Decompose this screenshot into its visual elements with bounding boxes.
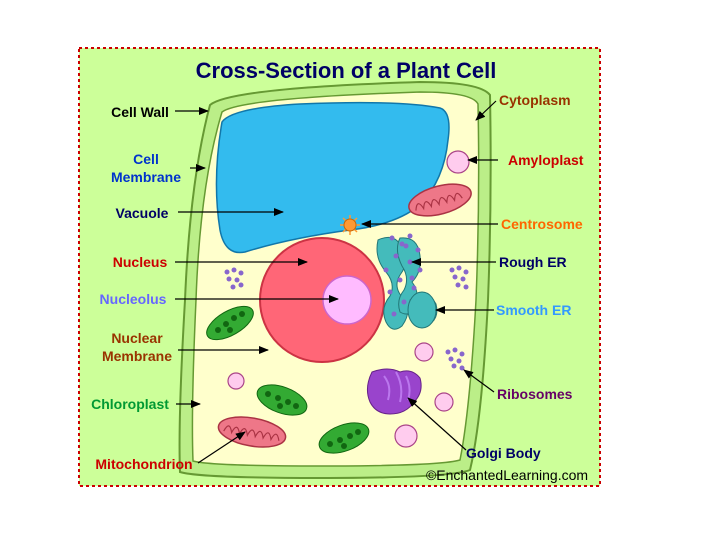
amyloplast [227,372,245,390]
leader-mitochondrion [197,431,246,464]
mitochondrion-bottom [217,416,287,448]
label-golgi-body: Golgi Body [466,445,541,461]
label-nuclear-membrane: Membrane [102,348,172,364]
amyloplast [446,150,470,174]
smooth-er [407,291,437,329]
label-nucleolus: Nucleolus [100,291,167,307]
label-amyloplast: Amyloplast [508,152,584,168]
leader-cytoplasm [475,100,497,121]
label-vacuole: Vacuole [116,205,169,221]
label-nucleus: Nucleus [113,254,168,270]
centrosome [340,215,360,235]
label-cell-membrane: Membrane [111,169,181,185]
label-nuclear-membrane: Nuclear [111,330,163,346]
label-chloroplast: Chloroplast [91,396,169,412]
leader-golgi-body [407,397,467,451]
ribosome-cluster [445,347,465,371]
amyloplast [414,342,434,362]
amyloplast [394,424,418,448]
diagram-title: Cross-Section of a Plant Cell [196,58,497,83]
label-cell-wall: Cell Wall [111,104,169,120]
chloroplast-left [206,305,254,341]
ribosome-cluster [224,267,244,290]
mitochondrion-top [408,183,472,217]
credit-text: ©EnchantedLearning.com [426,467,588,483]
chloroplast-mid [256,384,308,416]
chloroplast-bottom [318,422,370,454]
label-mitochondrion: Mitochondrion [95,456,192,472]
ribosome-cluster [449,265,469,290]
label-ribosomes: Ribosomes [497,386,573,402]
label-smooth-er: Smooth ER [496,302,571,318]
label-cytoplasm: Cytoplasm [499,92,571,108]
nucleolus [322,275,372,325]
leader-lines [175,100,498,464]
label-rough-er: Rough ER [499,254,567,270]
nucleus [259,237,385,363]
amyloplast [434,392,454,412]
label-cell-membrane: Cell [133,151,159,167]
label-centrosome: Centrosome [501,216,583,232]
leader-ribosomes [463,369,495,393]
